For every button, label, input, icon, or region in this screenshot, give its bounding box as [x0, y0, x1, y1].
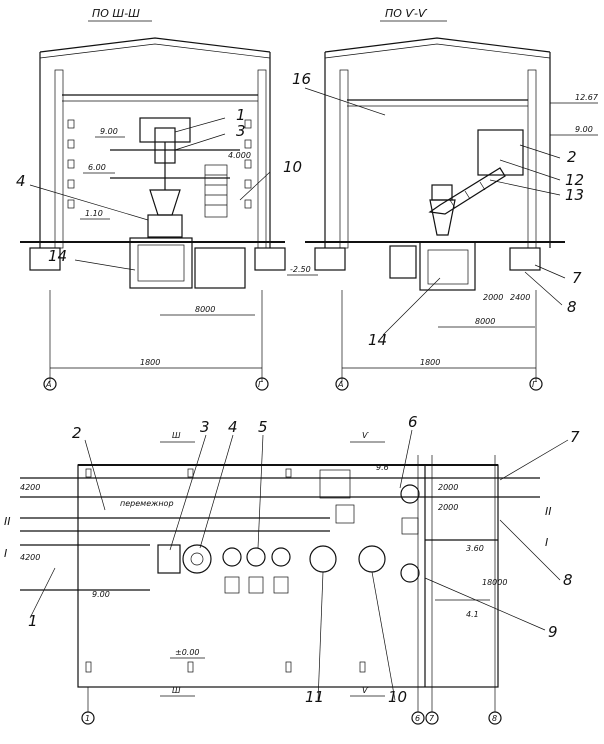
plan-elev-9: 9.00 [92, 590, 110, 599]
left-section-view: ПО Ш-Ш [16, 7, 302, 391]
plan-axis-6: 6 [415, 714, 420, 723]
left-dim-1800: 1800 [140, 358, 160, 367]
plan-dim-2000a: 2000 [438, 483, 458, 492]
left-axis-g: Г [258, 380, 263, 389]
plan-callout-5: 5 [258, 418, 268, 436]
plan-side-mark-1-left: I [4, 547, 7, 560]
right-elev-12: 12.67 [575, 93, 599, 102]
right-callout-16: 16 [292, 70, 311, 88]
plan-section-mark-5-top: Ѵ [362, 430, 369, 440]
plan-axis-7: 7 [429, 714, 435, 723]
right-elev-2400: 2400 [510, 293, 530, 302]
plan-callout-2: 2 [72, 424, 82, 442]
left-elev-4000: 4.000 [228, 151, 251, 160]
left-dim-8000: 8000 [195, 305, 215, 314]
right-section-view: ПО Ѵ-Ѵ 8000 1800 А [287, 7, 599, 391]
plan-corridor-label: перемежнор [120, 499, 174, 508]
left-elev-1: 1.10 [85, 209, 103, 218]
right-callout-13: 13 [565, 186, 584, 204]
left-elev-9: 9.00 [100, 127, 118, 136]
plan-callout-6: 6 [408, 413, 418, 431]
right-callout-12: 12 [565, 171, 584, 189]
right-elev-m2: -2.50 [290, 265, 311, 274]
right-dim-8000: 8000 [475, 317, 495, 326]
plan-callout-8: 8 [563, 571, 573, 589]
plan-elev-4-1: 4.1 [466, 610, 479, 619]
plan-dim-18000: 18000 [482, 578, 507, 587]
left-callout-10: 10 [283, 158, 302, 176]
plan-callout-4: 4 [228, 418, 238, 436]
left-callout-3: 3 [236, 122, 246, 140]
plan-side-mark-2-right: II [545, 505, 552, 518]
left-callout-14: 14 [48, 247, 67, 265]
plan-side-mark-2-left: II [4, 515, 11, 528]
plan-elev-9-6: 9.6 [376, 463, 389, 472]
right-section-title: ПО Ѵ-Ѵ [385, 7, 428, 20]
plan-callout-11: 11 [305, 688, 324, 706]
right-callout-8: 8 [567, 298, 577, 316]
plan-elev-3-6: 3.60 [466, 544, 484, 553]
right-axis-a: А [337, 380, 343, 389]
plan-callout-9: 9 [548, 623, 558, 641]
plan-side-mark-1-right: I [545, 536, 548, 549]
left-section-title: ПО Ш-Ш [92, 7, 140, 20]
left-callout-4: 4 [16, 172, 26, 190]
right-callout-2: 2 [567, 148, 577, 166]
plan-dim-4200a: 4200 [20, 483, 40, 492]
plan-axis-8: 8 [492, 714, 497, 723]
plan-view: перемежнор 1 [4, 413, 580, 725]
plan-dim-4200b: 4200 [20, 553, 40, 562]
right-elev-2000: 2000 [483, 293, 503, 302]
left-elev-6: 6.00 [88, 163, 106, 172]
plan-callout-3: 3 [200, 418, 210, 436]
plan-elev-0: ±0.00 [175, 648, 200, 657]
plan-section-mark-3-top: Ш [172, 431, 181, 440]
right-axis-g: Г [532, 380, 537, 389]
plan-callout-1: 1 [28, 612, 38, 630]
left-callout-1: 1 [236, 106, 246, 124]
plan-callout-10: 10 [388, 688, 407, 706]
right-elev-9: 9.00 [575, 125, 593, 134]
right-callout-14: 14 [368, 331, 387, 349]
plan-dim-2000b: 2000 [438, 503, 458, 512]
left-axis-a: А [45, 380, 51, 389]
plan-axis-1: 1 [85, 714, 90, 723]
right-callout-7: 7 [572, 269, 582, 287]
plan-section-mark-5-bot: Ѵ [362, 685, 369, 695]
plan-callout-7: 7 [570, 428, 580, 446]
right-dim-1800: 1800 [420, 358, 440, 367]
plan-section-mark-3-bot: Ш [172, 686, 181, 695]
